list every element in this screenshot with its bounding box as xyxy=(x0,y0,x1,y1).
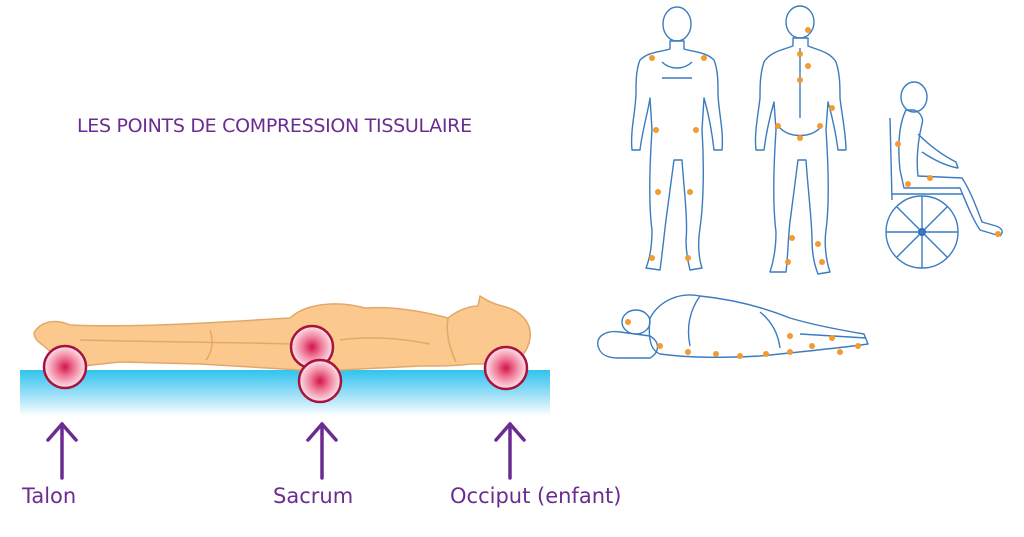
label-heel: Talon xyxy=(22,484,77,508)
pressure-point-heel xyxy=(42,344,88,390)
arrow-up-icon xyxy=(306,422,338,480)
label-occiput: Occiput (enfant) xyxy=(450,484,622,508)
label-sacrum: Sacrum xyxy=(273,484,354,508)
mattress xyxy=(20,370,550,416)
pressure-point-sacrum-lower xyxy=(297,358,343,404)
front-view-figure xyxy=(630,6,724,271)
arrow-up-icon xyxy=(46,422,78,480)
side-lying-figure xyxy=(597,294,869,359)
arrow-up-icon xyxy=(494,422,526,480)
pressure-point-occiput xyxy=(483,345,529,391)
page-title: LES POINTS DE COMPRESSION TISSULAIRE xyxy=(77,115,472,137)
supine-body xyxy=(33,295,531,371)
wheelchair-figure xyxy=(885,81,1003,269)
back-view-figure xyxy=(754,5,847,275)
